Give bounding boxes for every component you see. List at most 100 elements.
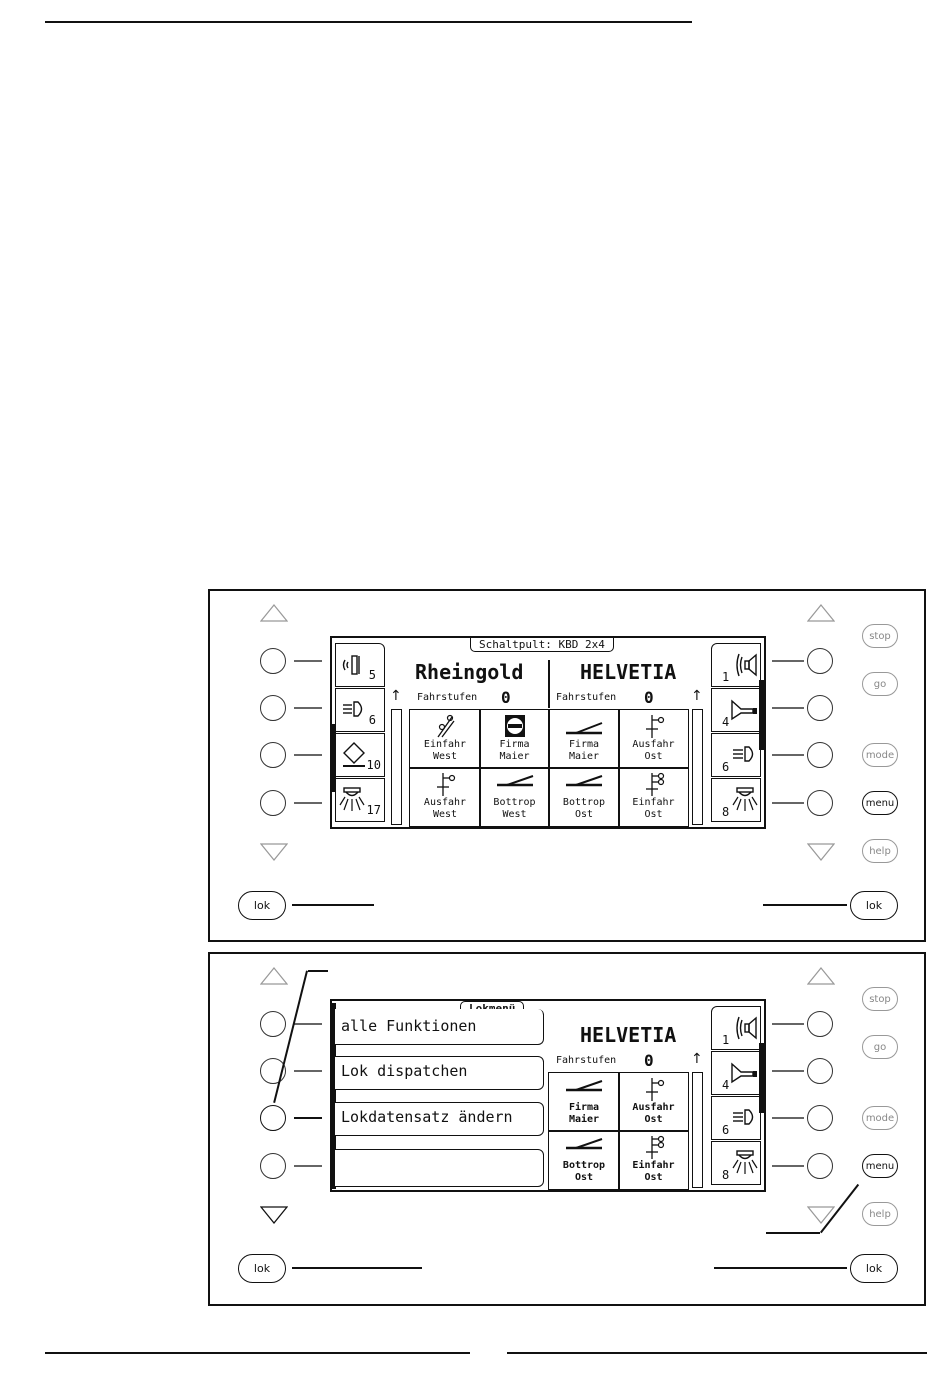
switch-cell-2[interactable]: Firma Maier: [481, 711, 548, 767]
top-rule: [45, 21, 692, 23]
function-key-left-1[interactable]: [260, 1011, 286, 1037]
cell-label: West: [432, 751, 458, 762]
help-button[interactable]: help: [862, 1202, 898, 1226]
menu-item-empty[interactable]: [334, 1149, 544, 1187]
menu-button[interactable]: menu: [862, 1154, 898, 1178]
menu-item-all-functions[interactable]: alle Funktionen: [334, 1009, 544, 1045]
function-tab-left-17[interactable]: 17: [335, 778, 385, 822]
switch-cell-1[interactable]: Einfahr West: [411, 711, 479, 767]
function-number: 17: [366, 803, 381, 817]
headlight-icon: [343, 701, 363, 717]
callout-line: [308, 970, 328, 972]
function-tab-left-6[interactable]: 6: [335, 688, 385, 732]
menu-scrollbar[interactable]: [331, 1003, 336, 1189]
turnout-icon: [566, 722, 603, 735]
horn-icon: [731, 1062, 757, 1084]
switch-cell-2[interactable]: Ausfahr Ost: [620, 1074, 687, 1130]
function-key-right-3[interactable]: [807, 742, 833, 768]
function-key-left-3[interactable]: [260, 742, 286, 768]
menu-item-lok-dispatch[interactable]: Lok dispatchen: [334, 1056, 544, 1090]
function-key-right-2[interactable]: [807, 695, 833, 721]
function-tab-right-1[interactable]: 1: [711, 643, 761, 687]
leader-line: [294, 707, 322, 709]
function-key-right-1[interactable]: [807, 1011, 833, 1037]
mode-button[interactable]: mode: [862, 1106, 898, 1130]
leader-line: [294, 660, 322, 662]
lok-button-right[interactable]: lok: [850, 891, 898, 920]
screen-title-tag: Schaltpult: KBD 2x4: [470, 638, 614, 652]
cell-label: Maier: [499, 751, 530, 762]
mode-button[interactable]: mode: [862, 743, 898, 767]
switch-cell-6[interactable]: Bottrop West: [481, 769, 548, 825]
cell-label: Bottrop: [562, 1160, 606, 1171]
function-key-right-2[interactable]: [807, 1058, 833, 1084]
function-key-right-4[interactable]: [807, 1153, 833, 1179]
stop-button[interactable]: stop: [862, 624, 898, 648]
function-tab-right-8[interactable]: 8: [711, 1141, 761, 1185]
function-tab-right-4[interactable]: 4: [711, 688, 761, 732]
function-key-left-1[interactable]: [260, 648, 286, 674]
stop-button[interactable]: stop: [862, 987, 898, 1011]
scroll-up-left-button[interactable]: [260, 967, 288, 985]
go-button[interactable]: go: [862, 1035, 898, 1059]
grid-line: [548, 709, 550, 827]
scroll-up-right-button[interactable]: [807, 967, 835, 985]
scroll-down-left-button[interactable]: [260, 843, 288, 861]
cell-label: Firma: [499, 739, 530, 750]
function-key-right-1[interactable]: [807, 648, 833, 674]
help-button[interactable]: help: [862, 839, 898, 863]
loco-name-right[interactable]: HELVETIA: [580, 660, 677, 684]
cell-label: West: [502, 809, 527, 820]
scrollbar-right[interactable]: [759, 1043, 764, 1113]
function-tab-right-6[interactable]: 6: [711, 1096, 761, 1140]
scroll-down-right-button[interactable]: [807, 843, 835, 861]
scroll-up-right-button[interactable]: [807, 604, 835, 622]
lok-button-right[interactable]: lok: [850, 1254, 898, 1283]
switch-cell-5[interactable]: Ausfahr West: [411, 769, 479, 825]
go-button[interactable]: go: [862, 672, 898, 696]
function-key-left-3[interactable]: [260, 1105, 286, 1131]
function-tab-left-5[interactable]: 5: [335, 643, 385, 687]
switch-cell-4[interactable]: Ausfahr Ost: [620, 711, 687, 767]
loco-name-left[interactable]: Rheingold: [415, 660, 524, 684]
speed-bar-left[interactable]: [391, 709, 402, 825]
scrollbar-right[interactable]: [759, 680, 764, 750]
loco-name[interactable]: HELVETIA: [580, 1023, 677, 1047]
leader-line: [294, 1023, 322, 1025]
function-tab-right-8[interactable]: 8: [711, 778, 761, 822]
scroll-down-right-button[interactable]: [807, 1206, 835, 1224]
lok-button-left[interactable]: lok: [238, 891, 286, 920]
leader-line: [763, 904, 847, 906]
speaker-icon: [736, 1016, 757, 1040]
switch-cell-7[interactable]: Bottrop Ost: [550, 769, 618, 825]
function-tab-left-10[interactable]: 10: [335, 733, 385, 777]
function-tab-right-1[interactable]: 1: [711, 1006, 761, 1050]
cell-label: Ausfahr: [423, 797, 467, 808]
function-key-left-4[interactable]: [260, 790, 286, 816]
menu-button[interactable]: menu: [862, 791, 898, 815]
lok-button-left[interactable]: lok: [238, 1254, 286, 1283]
speed-bar-right[interactable]: [692, 1072, 703, 1188]
switch-cell-3[interactable]: Bottrop Ost: [550, 1132, 618, 1188]
switch-cell-1[interactable]: Firma Maier: [550, 1074, 618, 1130]
scroll-down-left-button[interactable]: [260, 1206, 288, 1224]
loco-divider: [548, 660, 550, 708]
function-key-right-4[interactable]: [807, 790, 833, 816]
scroll-up-left-button[interactable]: [260, 604, 288, 622]
switch-cell-4[interactable]: Einfahr Ost: [620, 1132, 687, 1188]
headlight-icon: [733, 746, 754, 762]
function-key-right-3[interactable]: [807, 1105, 833, 1131]
menu-item-edit-loco-data[interactable]: Lokdatensatz ändern: [334, 1102, 544, 1136]
speed-bar-right[interactable]: [692, 709, 703, 825]
function-tab-right-4[interactable]: 4: [711, 1051, 761, 1095]
function-key-left-2[interactable]: [260, 695, 286, 721]
arrow-up-icon: ↑: [691, 688, 703, 704]
scrollbar-left[interactable]: [331, 724, 336, 792]
function-tab-right-6[interactable]: 6: [711, 733, 761, 777]
switch-cell-3[interactable]: Firma Maier: [550, 711, 618, 767]
signal-icon: [437, 773, 456, 796]
function-key-left-4[interactable]: [260, 1153, 286, 1179]
leader-line: [772, 1117, 804, 1119]
switch-cell-8[interactable]: Einfahr Ost: [620, 769, 687, 825]
grid-line: [618, 709, 620, 827]
